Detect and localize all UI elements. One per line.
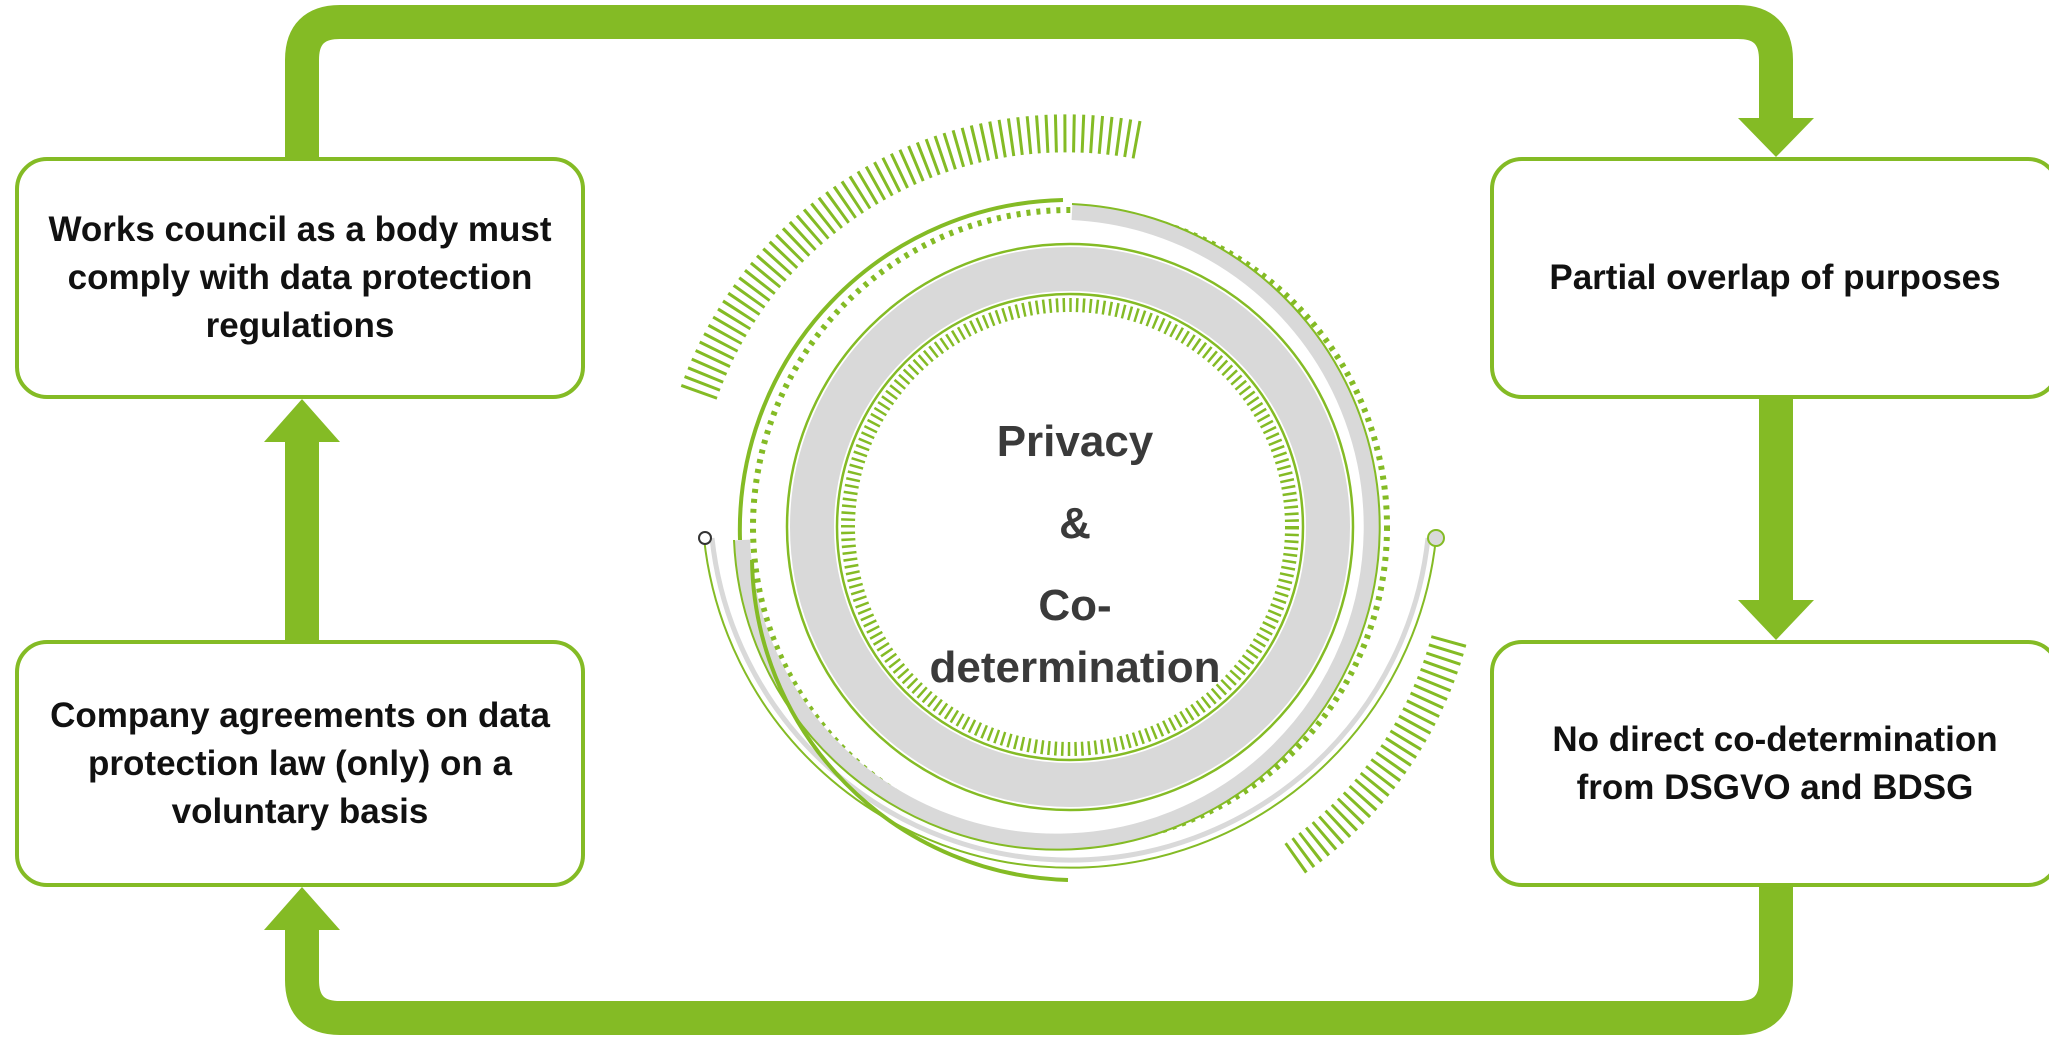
end-dot-right: [1427, 529, 1445, 547]
works-council-text: Works council as a body must comply with…: [48, 210, 552, 345]
arrowhead-down-top-right: [1738, 118, 1814, 157]
company-agreements-text: Company agreements on data protection la…: [50, 695, 550, 831]
end-dot-left: [698, 531, 712, 545]
outer-arc-bottom: [703, 537, 1437, 869]
no-direct-codetermination-box: No direct co-determination from DSGVO an…: [1490, 640, 2049, 887]
bottom-loop-connector: [285, 887, 1793, 1035]
partial-overlap-text: Partial overlap of purposes: [1549, 258, 2001, 297]
gray-arc-right-edge: [733, 203, 1381, 851]
no-direct-codetermination-text: No direct co-determination from DSGVO an…: [1552, 719, 1998, 807]
bar-arc-lower-right: [1279, 635, 1467, 877]
bar-arc-upper-left: [679, 114, 1142, 405]
ring-outline-outer: [785, 242, 1355, 812]
arrowhead-up-top-left: [264, 399, 340, 442]
gray-arc-right: [734, 204, 1380, 850]
company-agreements-box: Company agreements on data protection la…: [15, 640, 585, 887]
green-arc-top-left: [737, 198, 1064, 541]
outer-gray-arc-bottom: [709, 537, 1431, 863]
center-title-privacy: Privacy: [996, 417, 1154, 466]
center-title-ampersand: &: [1059, 499, 1091, 548]
circular-ring-ornament: [679, 114, 1467, 882]
top-loop-connector: [285, 5, 1793, 157]
center-title-co: Co-: [1038, 581, 1112, 630]
gray-ring: [790, 247, 1350, 807]
left-connector: [285, 440, 319, 640]
center-title-determination: determination: [929, 643, 1221, 692]
partial-overlap-box: Partial overlap of purposes: [1490, 157, 2049, 399]
inner-tick-ring: [841, 298, 1299, 756]
green-arc-bottom: [750, 559, 1069, 882]
right-connector: [1759, 399, 1793, 604]
works-council-box: Works council as a body must comply with…: [15, 157, 585, 399]
ring-outline-inner: [835, 292, 1305, 762]
arrowhead-up-bottom-left: [264, 887, 340, 930]
arrowhead-down-bottom-right: [1738, 600, 1814, 640]
dotted-ring: [750, 207, 1390, 847]
